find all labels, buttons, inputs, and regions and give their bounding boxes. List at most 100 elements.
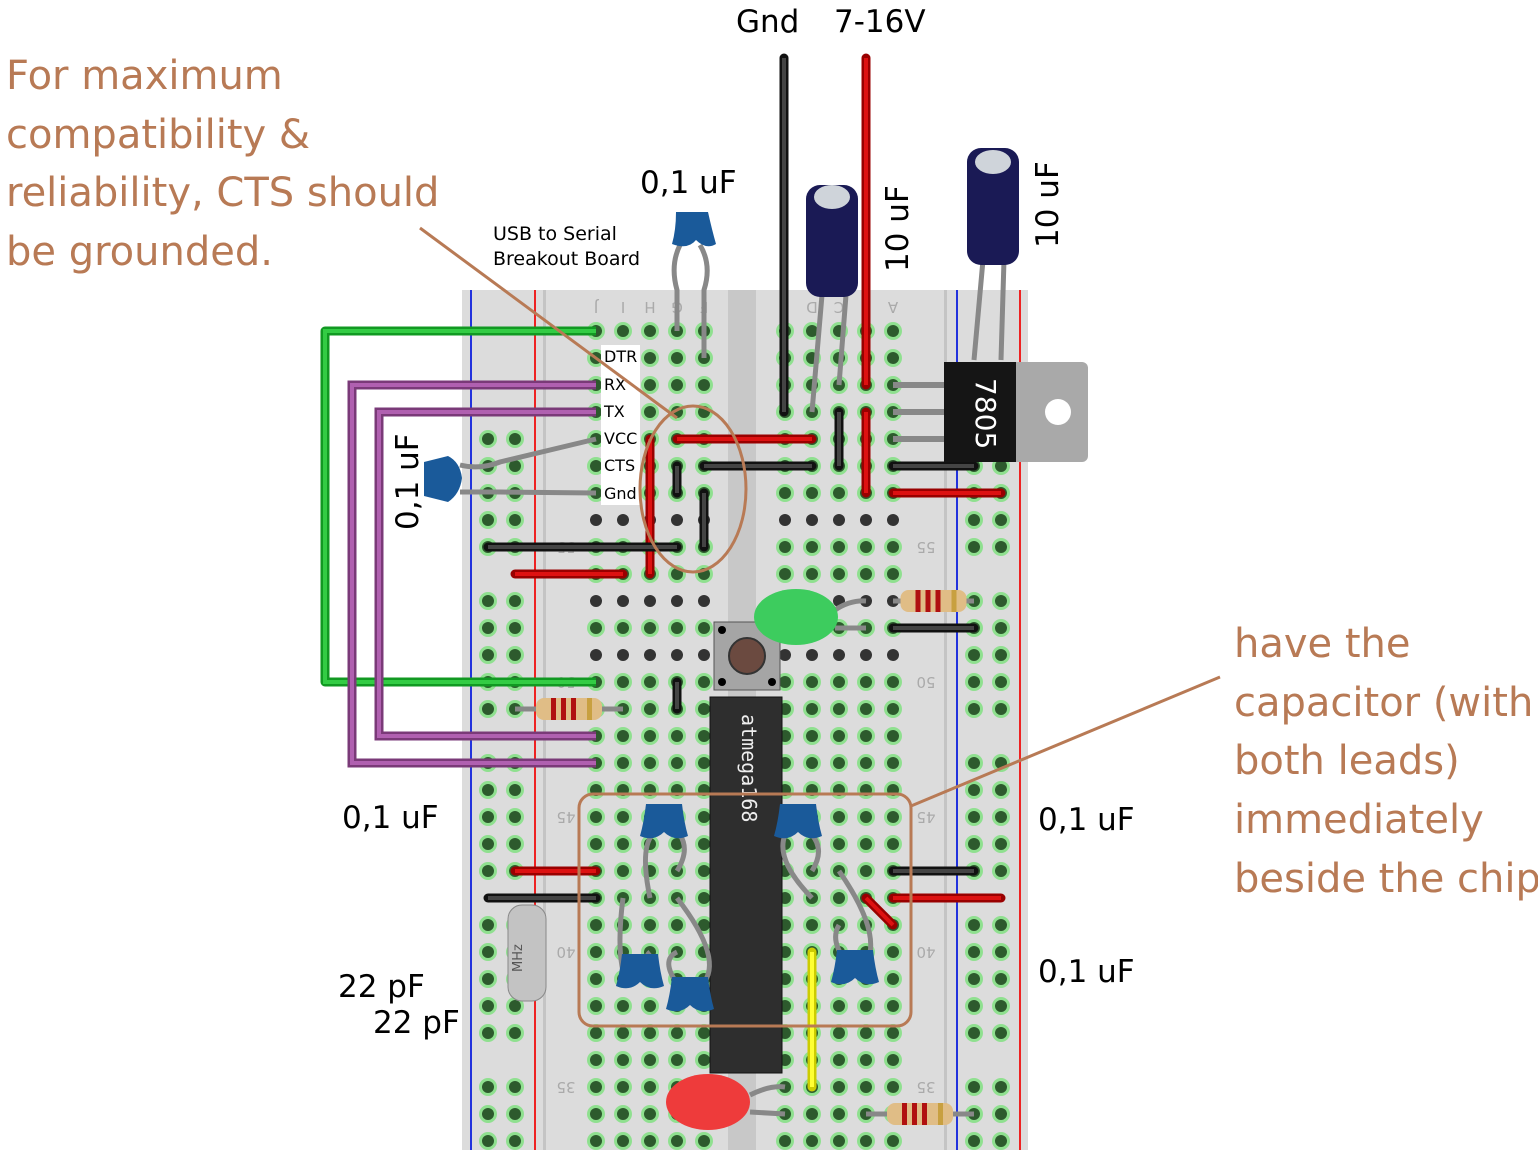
resistor bbox=[900, 590, 967, 612]
hole bbox=[833, 811, 845, 823]
rail-hole bbox=[995, 865, 1007, 877]
column-letter: I bbox=[621, 298, 625, 316]
hole bbox=[617, 1054, 629, 1066]
hole bbox=[590, 1081, 602, 1093]
hole bbox=[644, 325, 656, 337]
hole bbox=[860, 811, 872, 823]
rail-hole bbox=[995, 1027, 1007, 1039]
column-letter: H bbox=[644, 298, 655, 316]
row-number: 35 bbox=[556, 1078, 575, 1096]
hole bbox=[860, 1135, 872, 1147]
rail-hole bbox=[509, 460, 521, 472]
hole bbox=[887, 568, 899, 580]
hole bbox=[698, 730, 710, 742]
hole bbox=[590, 973, 602, 985]
hole bbox=[833, 649, 845, 661]
usb-board-title-2: Breakout Board bbox=[493, 248, 640, 270]
pin-rx: RX bbox=[604, 375, 626, 394]
hole bbox=[671, 649, 683, 661]
cap-right-2-label: 0,1 uF bbox=[1038, 954, 1135, 990]
rail-hole bbox=[968, 514, 980, 526]
hole bbox=[833, 1054, 845, 1066]
hole bbox=[779, 649, 791, 661]
hole bbox=[644, 1135, 656, 1147]
rail-hole bbox=[995, 703, 1007, 715]
hole bbox=[833, 487, 845, 499]
hole bbox=[887, 1135, 899, 1147]
hole bbox=[833, 1081, 845, 1093]
hole bbox=[644, 1027, 656, 1039]
rail-hole bbox=[995, 919, 1007, 931]
hole bbox=[806, 703, 818, 715]
rail-hole bbox=[509, 1081, 521, 1093]
cap-top-leads bbox=[671, 243, 710, 358]
hole bbox=[860, 703, 872, 715]
hole bbox=[617, 838, 629, 850]
hole bbox=[698, 1027, 710, 1039]
rail-hole bbox=[482, 838, 494, 850]
resistor-band bbox=[951, 590, 957, 612]
hole bbox=[671, 622, 683, 634]
usb-serial-pin-labels: DTR RX TX VCC CTS Gnd bbox=[603, 347, 637, 503]
cap-elec-2-body bbox=[967, 148, 1019, 265]
rail-hole bbox=[482, 919, 494, 931]
hole bbox=[590, 1108, 602, 1120]
note-right-line: beside the chip bbox=[1234, 856, 1538, 902]
rail-hole bbox=[482, 811, 494, 823]
rail-hole bbox=[995, 676, 1007, 688]
hole bbox=[617, 622, 629, 634]
jumper-core bbox=[864, 896, 895, 927]
hole bbox=[860, 865, 872, 877]
pin-tx: TX bbox=[603, 402, 625, 421]
hole bbox=[617, 757, 629, 769]
hole bbox=[590, 649, 602, 661]
hole bbox=[887, 757, 899, 769]
hole bbox=[806, 676, 818, 688]
hole bbox=[779, 487, 791, 499]
rail-hole bbox=[482, 1081, 494, 1093]
hole bbox=[698, 676, 710, 688]
hole bbox=[833, 703, 845, 715]
rail-hole bbox=[968, 973, 980, 985]
hole bbox=[887, 541, 899, 553]
rail-hole bbox=[995, 973, 1007, 985]
resistor-band bbox=[571, 698, 576, 720]
hole bbox=[590, 622, 602, 634]
hole bbox=[617, 1000, 629, 1012]
ceramic-capacitor bbox=[774, 804, 822, 839]
hole bbox=[644, 406, 656, 418]
rail-hole bbox=[968, 811, 980, 823]
rail-hole bbox=[509, 811, 521, 823]
hole bbox=[833, 1000, 845, 1012]
hole bbox=[644, 757, 656, 769]
crystal-label: MHz bbox=[511, 944, 526, 972]
rail-hole bbox=[968, 1027, 980, 1039]
atmega-chip bbox=[709, 696, 783, 1074]
hole bbox=[833, 676, 845, 688]
rail-hole bbox=[995, 541, 1007, 553]
cap-left-leads bbox=[459, 436, 597, 496]
hole bbox=[806, 487, 818, 499]
tx-wire-core bbox=[377, 410, 596, 738]
hole bbox=[887, 1081, 899, 1093]
column-letter: C bbox=[834, 298, 844, 316]
rail-hole bbox=[968, 1081, 980, 1093]
button-pin bbox=[718, 626, 726, 634]
hole bbox=[806, 919, 818, 931]
resistor-band bbox=[587, 698, 592, 720]
hole bbox=[806, 541, 818, 553]
hole bbox=[860, 1081, 872, 1093]
rail-hole bbox=[968, 838, 980, 850]
rail-hole bbox=[509, 433, 521, 445]
hole bbox=[860, 541, 872, 553]
rail-hole bbox=[509, 1108, 521, 1120]
hole bbox=[860, 1027, 872, 1039]
hole bbox=[590, 1054, 602, 1066]
hole bbox=[698, 1054, 710, 1066]
hole bbox=[806, 730, 818, 742]
rail-hole bbox=[509, 1000, 521, 1012]
hole bbox=[644, 622, 656, 634]
rail-hole bbox=[482, 1135, 494, 1147]
hole bbox=[671, 514, 683, 526]
hole bbox=[698, 757, 710, 769]
